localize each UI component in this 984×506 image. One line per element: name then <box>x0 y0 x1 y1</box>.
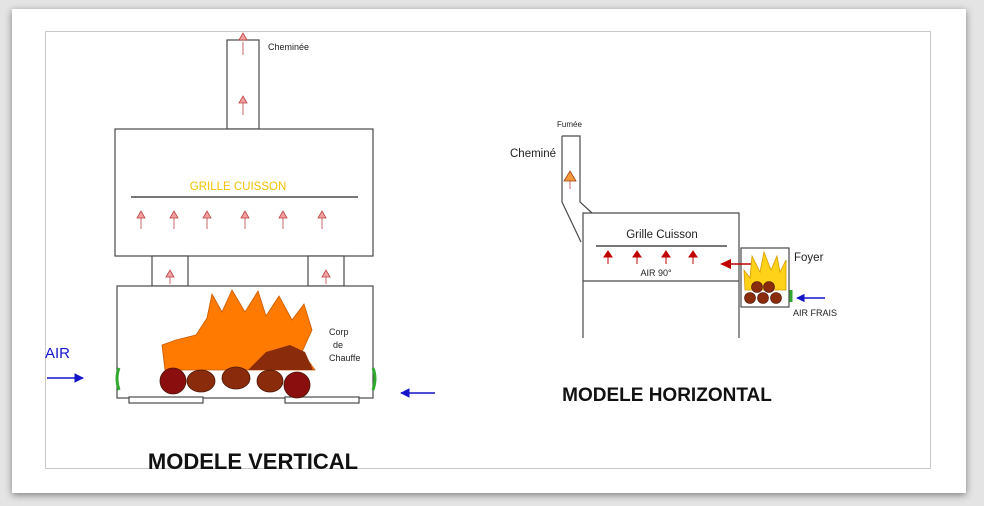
up-arrow-icon <box>661 250 671 264</box>
horizontal-chimney <box>561 135 593 243</box>
horizontal-grill-label: Grille Cuisson <box>626 229 698 241</box>
vertical-right-seal <box>371 367 377 391</box>
vertical-air-label: AIR <box>45 345 70 362</box>
vertical-right-foot <box>284 396 360 404</box>
log-icon <box>757 292 769 304</box>
log-icon <box>221 366 251 390</box>
up-arrow-icon <box>202 210 212 229</box>
vertical-grill-label: GRILLE CUISSON <box>190 181 287 193</box>
horizontal-title: MODELE HORIZONTAL <box>562 385 772 406</box>
log-icon <box>159 367 187 395</box>
vertical-title: MODELE VERTICAL <box>148 449 358 474</box>
vertical-body-label-1: Corp <box>329 327 349 337</box>
up-arrow-icon <box>136 210 146 229</box>
vertical-left-seal <box>115 367 121 391</box>
horizontal-cooking-chamber <box>582 212 740 338</box>
vertical-chimney-label: Cheminée <box>268 42 309 52</box>
up-arrow-icon <box>169 210 179 229</box>
horizontal-chimney-label: Cheminé <box>510 148 556 160</box>
log-icon <box>256 369 284 393</box>
horizontal-air-angle-label: AIR 90° <box>640 268 672 278</box>
vertical-body-label-2: de <box>333 340 343 350</box>
up-arrow-icon <box>632 250 642 264</box>
log-icon <box>751 281 763 293</box>
log-icon <box>763 281 775 293</box>
horizontal-smoke-label: Fumée <box>557 120 582 129</box>
vertical-body-label-3: Chauffe <box>329 353 360 363</box>
log-icon <box>770 292 782 304</box>
log-icon <box>186 369 216 393</box>
horizontal-up-arrows <box>603 250 698 264</box>
up-arrow-icon <box>165 269 175 284</box>
log-icon <box>744 292 756 304</box>
vertical-logs <box>159 366 311 399</box>
up-arrow-icon <box>238 95 248 115</box>
up-arrow-icon <box>688 250 698 264</box>
diagram-frame <box>45 31 931 469</box>
up-arrow-icon <box>240 210 250 229</box>
up-arrow-icon <box>238 32 248 55</box>
left-arrow-icon <box>720 259 752 269</box>
vertical-cooking-chamber <box>114 128 374 257</box>
vertical-flame-shadow <box>248 345 313 370</box>
up-arrow-icon <box>317 210 327 229</box>
up-arrow-icon <box>603 250 613 264</box>
up-arrow-icon <box>563 170 577 189</box>
up-arrow-icon <box>321 269 331 284</box>
horizontal-fresh-air-label: AIR FRAIS <box>793 308 837 318</box>
horizontal-flame-icon <box>743 250 787 291</box>
vertical-up-arrows <box>136 32 331 284</box>
horizontal-firebox-label: Foyer <box>794 252 824 264</box>
log-icon <box>283 371 311 399</box>
vertical-left-foot <box>128 396 204 404</box>
up-arrow-icon <box>278 210 288 229</box>
horizontal-logs <box>744 281 782 304</box>
